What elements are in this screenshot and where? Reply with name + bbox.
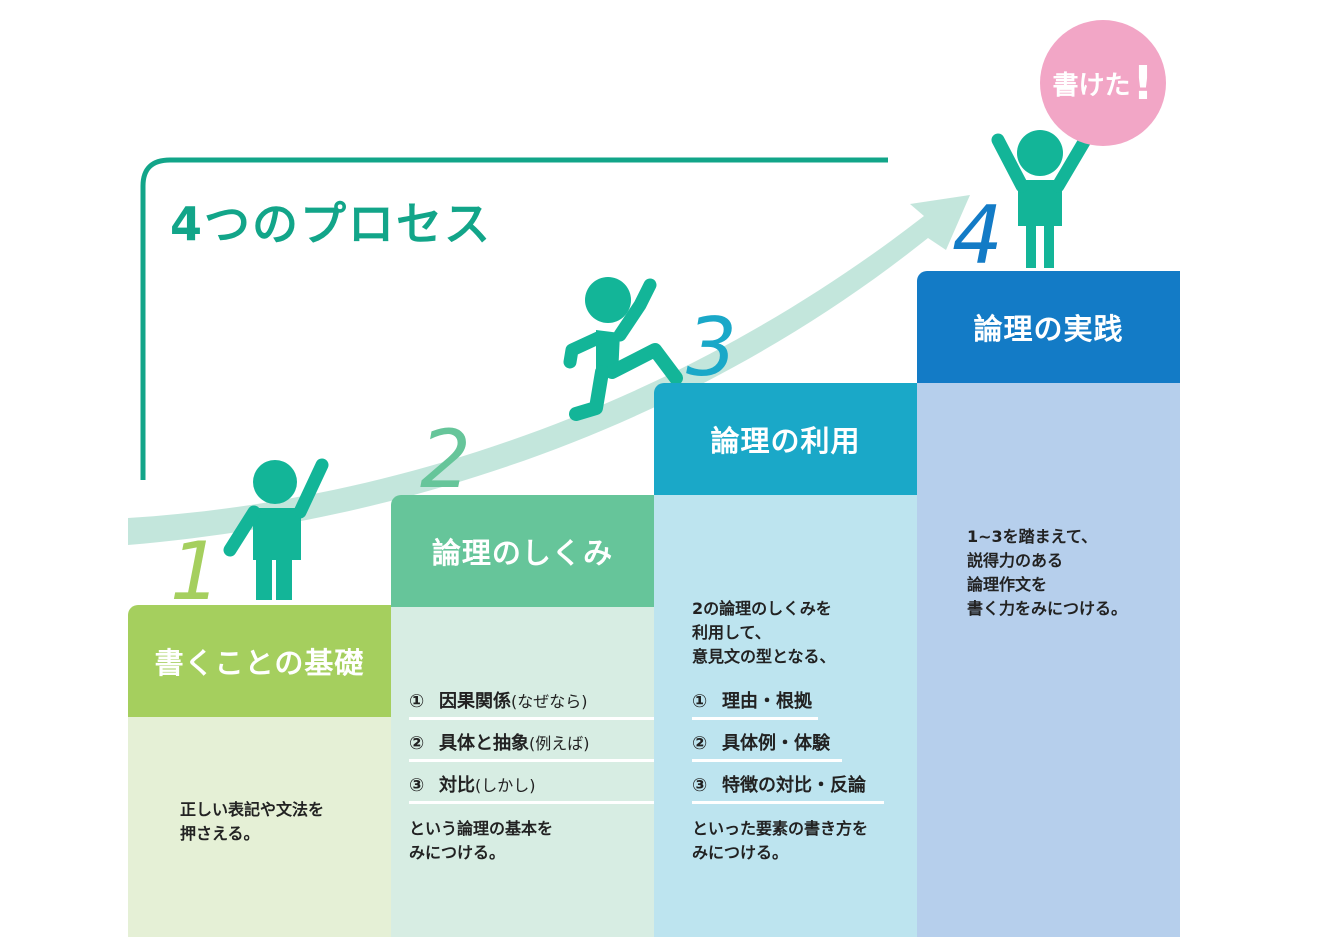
step-2-header: 論理のしくみ: [391, 495, 654, 607]
step-3-body: [654, 495, 917, 937]
exclamation-icon: !: [1132, 56, 1154, 110]
step-2-item-1-underline: [409, 717, 819, 720]
step-number-1: 1: [170, 525, 221, 618]
step-1-text-2: 押さえる。: [180, 824, 260, 843]
step-3-footer-1: といった要素の書き方を: [692, 819, 869, 838]
step-number-4: 4: [952, 189, 1003, 282]
step-3-footer-2: みにつける。: [692, 843, 789, 862]
step-1-text-1: 正しい表記や文法を: [180, 800, 325, 819]
step-3-item-3-underline: [692, 801, 884, 804]
step-number-2: 2: [420, 413, 471, 506]
done-badge: 書けた!: [1040, 20, 1166, 146]
step-2-footer-1: という論理の基本を: [409, 819, 554, 838]
step-4-header: 論理の実践: [917, 271, 1180, 383]
step-3-intro-2: 利用して、: [692, 623, 771, 642]
page-title: 4つのプロセス: [170, 197, 493, 251]
step-4-text-4: 書く力をみにつける。: [967, 599, 1128, 618]
step-4-panel: 論理の実践 1~3を踏まえて、 説得力のある 論理作文を 書く力をみにつける。: [917, 271, 1180, 937]
step-2-footer-2: みにつける。: [409, 843, 506, 862]
step-3-intro-3: 意見文の型となる、: [692, 647, 836, 666]
step-2-item-2-underline: [409, 759, 845, 762]
step-1-body: [128, 717, 391, 937]
step-4-text-2: 説得力のある: [967, 551, 1064, 570]
step-4-body: [917, 383, 1180, 937]
step-4-text-1: 1~3を踏まえて、: [967, 527, 1098, 546]
step-2-item-3-underline: [409, 801, 885, 804]
step-3-header: 論理の利用: [654, 383, 917, 495]
step-2-body: [391, 607, 654, 937]
figure-step4-icon: [991, 130, 1091, 268]
step-4-text-3: 論理作文を: [967, 575, 1048, 594]
done-badge-text: 書けた: [1052, 70, 1131, 101]
step-1-panel: 書くことの基礎 正しい表記や文法を 押さえる。: [128, 605, 391, 937]
figure-step2-icon: [563, 277, 683, 421]
step-3-item-2-underline: [692, 759, 842, 762]
step-3-item-1-underline: [692, 717, 818, 720]
figure-step1-icon: [223, 458, 329, 600]
step-number-3: 3: [686, 301, 737, 394]
step-3-intro-1: 2の論理のしくみを: [692, 599, 832, 618]
step-1-header: 書くことの基礎: [128, 605, 391, 717]
title-bracket: [140, 157, 888, 480]
